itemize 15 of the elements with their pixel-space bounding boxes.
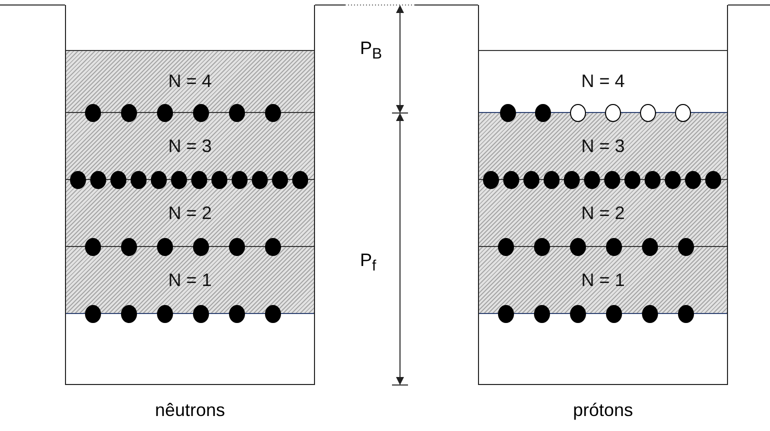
well-label: prótons — [572, 400, 634, 421]
level-label: N = 3 — [581, 136, 625, 156]
level-label: N = 4 — [168, 71, 212, 92]
level-label: N = 3 — [168, 136, 212, 156]
energy-level-band — [66, 247, 314, 314]
dimension-label: P$_{f}$ — [360, 250, 376, 275]
level-label: N = 1 — [581, 270, 625, 290]
well-label: nêutrons — [154, 400, 226, 421]
energy-level-band — [479, 247, 727, 314]
dimension-label: P$_{B}$ — [360, 38, 382, 63]
energy-level-band — [66, 50, 314, 113]
level-label: N = 4 — [581, 71, 625, 92]
level-label: N = 1 — [168, 270, 212, 290]
level-label: N = 2 — [168, 202, 212, 224]
level-label: N = 2 — [581, 202, 625, 224]
